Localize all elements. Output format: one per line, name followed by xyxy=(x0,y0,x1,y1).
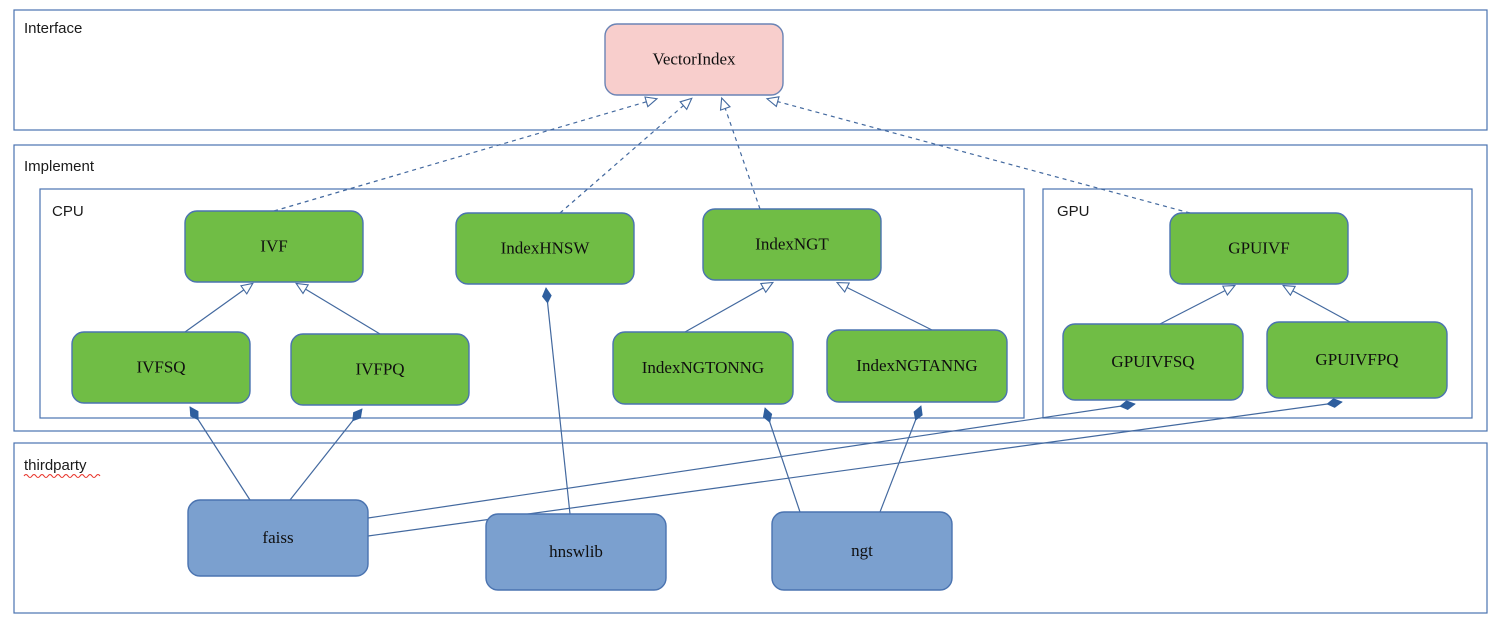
edge-inheritance-IndexNGTANNG-to-IndexNGT xyxy=(835,281,933,331)
edge-realization-IndexHNSW-to-VectorIndex xyxy=(559,97,693,214)
node-box-ngt[interactable] xyxy=(771,511,953,591)
node-box-faiss[interactable] xyxy=(187,499,369,577)
node-faiss[interactable]: faiss xyxy=(187,499,369,577)
edge-realization-IVF-to-VectorIndex xyxy=(273,96,659,212)
container-label-thirdparty: thirdparty xyxy=(24,457,87,474)
node-label-GPUIVF: GPUIVF xyxy=(1228,238,1289,257)
node-label-hnswlib: hnswlib xyxy=(549,542,603,561)
node-IVFPQ[interactable]: IVFPQ xyxy=(290,333,470,406)
node-IVFSQ[interactable]: IVFSQ xyxy=(71,331,251,404)
node-IndexNGTANNG[interactable]: IndexNGTANNG xyxy=(826,329,1008,403)
node-box-IndexNGTONNG[interactable] xyxy=(612,331,794,405)
container-label-implement: Implement xyxy=(24,158,95,175)
edge-composition-faiss-to-IVFSQ xyxy=(189,406,251,501)
node-label-VectorIndex: VectorIndex xyxy=(652,49,736,68)
node-label-IndexHNSW: IndexHNSW xyxy=(501,238,591,257)
node-GPUIVFPQ[interactable]: GPUIVFPQ xyxy=(1266,321,1448,399)
node-VectorIndex[interactable]: VectorIndex xyxy=(604,23,784,96)
node-label-GPUIVFPQ: GPUIVFPQ xyxy=(1315,350,1398,369)
node-label-IndexNGTANNG: IndexNGTANNG xyxy=(856,356,977,375)
node-IVF[interactable]: IVF xyxy=(184,210,364,283)
container-label-interface: Interface xyxy=(24,20,82,37)
node-box-IndexNGT[interactable] xyxy=(702,208,882,281)
edge-inheritance-IVFSQ-to-IVF xyxy=(184,282,254,333)
node-box-IVFSQ[interactable] xyxy=(71,331,251,404)
node-label-IVF: IVF xyxy=(260,236,287,255)
edge-inheritance-IndexNGTONNG-to-IndexNGT xyxy=(684,281,775,333)
edge-inheritance-GPUIVFSQ-to-GPUIVF xyxy=(1159,284,1237,325)
node-label-IndexNGT: IndexNGT xyxy=(755,234,829,253)
node-GPUIVFSQ[interactable]: GPUIVFSQ xyxy=(1062,323,1244,401)
node-label-IndexNGTONNG: IndexNGTONNG xyxy=(642,358,764,377)
node-label-IVFPQ: IVFPQ xyxy=(355,359,404,378)
node-box-GPUIVFSQ[interactable] xyxy=(1062,323,1244,401)
node-ngt[interactable]: ngt xyxy=(771,511,953,591)
edge-realization-IndexNGT-to-VectorIndex xyxy=(719,96,761,210)
node-label-faiss: faiss xyxy=(262,528,293,547)
node-label-IVFSQ: IVFSQ xyxy=(136,357,185,376)
node-label-ngt: ngt xyxy=(851,541,873,560)
edge-inheritance-GPUIVFPQ-to-GPUIVF xyxy=(1281,284,1351,323)
spellcheck-underline xyxy=(23,473,101,479)
node-box-IndexNGTANNG[interactable] xyxy=(826,329,1008,403)
node-IndexNGT[interactable]: IndexNGT xyxy=(702,208,882,281)
node-IndexNGTONNG[interactable]: IndexNGTONNG xyxy=(612,331,794,405)
container-label-gpu: GPU xyxy=(1057,203,1090,220)
edge-inheritance-IVFPQ-to-IVF xyxy=(295,282,381,335)
container-label-cpu: CPU xyxy=(52,203,84,220)
edge-composition-faiss-to-IVFPQ xyxy=(289,408,363,501)
node-box-hnswlib[interactable] xyxy=(485,513,667,591)
edge-composition-ngt-to-IndexNGTANNG xyxy=(879,405,923,513)
node-box-IndexHNSW[interactable] xyxy=(455,212,635,285)
edge-composition-hnswlib-to-IndexHNSW xyxy=(542,287,571,515)
edge-composition-ngt-to-IndexNGTONNG xyxy=(762,407,801,513)
node-box-IVFPQ[interactable] xyxy=(290,333,470,406)
node-box-IVF[interactable] xyxy=(184,210,364,283)
edge-realization-GPUIVF-to-VectorIndex xyxy=(765,96,1191,214)
node-box-VectorIndex[interactable] xyxy=(604,23,784,96)
edge-composition-faiss-to-GPUIVFSQ xyxy=(367,400,1136,519)
node-IndexHNSW[interactable]: IndexHNSW xyxy=(455,212,635,285)
node-hnswlib[interactable]: hnswlib xyxy=(485,513,667,591)
node-label-GPUIVFSQ: GPUIVFSQ xyxy=(1111,352,1194,371)
node-GPUIVF[interactable]: GPUIVF xyxy=(1169,212,1349,285)
node-box-GPUIVF[interactable] xyxy=(1169,212,1349,285)
node-box-GPUIVFPQ[interactable] xyxy=(1266,321,1448,399)
